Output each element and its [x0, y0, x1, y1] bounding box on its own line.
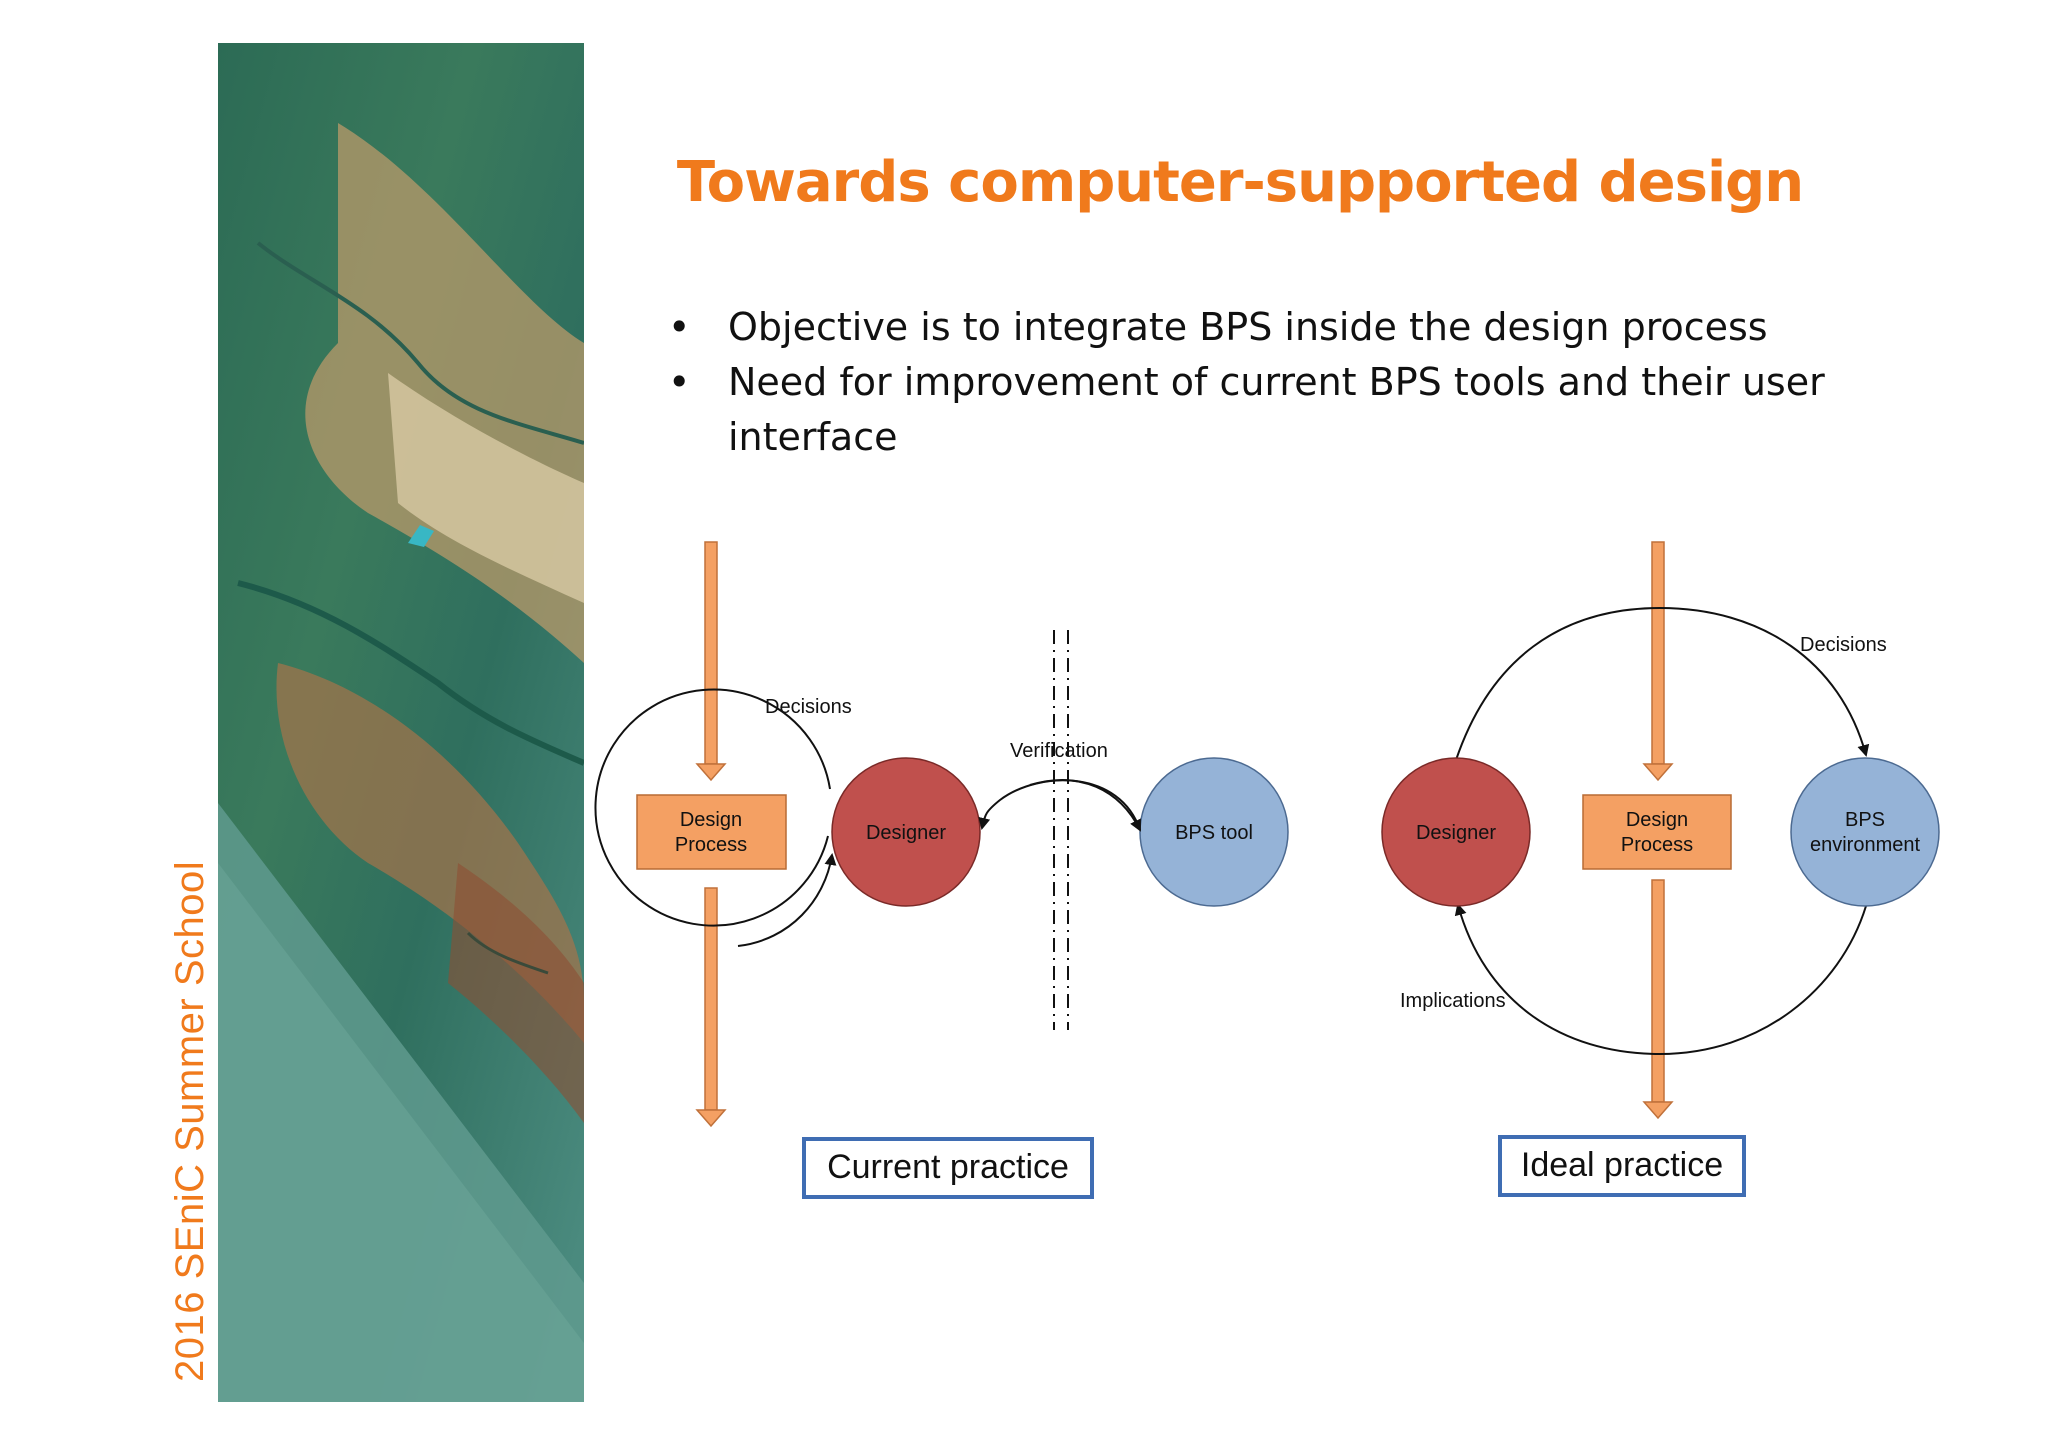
bullet-list: •Objective is to integrate BPS inside th… [668, 300, 1868, 465]
page-title: Towards computer-supported design [676, 150, 1804, 215]
ideal-design-process-label: Design [1626, 809, 1688, 831]
ideal-design-process-box [1582, 794, 1732, 870]
process-flow-arrow-out [695, 887, 727, 1128]
ideal-decisions-label: Decisions [1800, 634, 1887, 656]
bps-tool-circle [1139, 757, 1289, 907]
bullet-item: •Objective is to integrate BPS inside th… [668, 300, 1868, 355]
process-flow-arrow-in [695, 541, 727, 782]
verification-arrow-right [1029, 779, 1141, 832]
bullet-dot: • [668, 305, 691, 349]
aerial-landscape-image [218, 43, 584, 1402]
design-process-box [636, 794, 787, 870]
ideal-practice-caption: Ideal practice [1498, 1135, 1746, 1197]
verification-label: Verification [1010, 740, 1108, 762]
ideal-practice-diagram: Decisions Implications Designer Design P… [1381, 541, 1940, 1120]
decisions-loop [594, 688, 831, 927]
bps-tool-label: BPS tool [1175, 822, 1253, 844]
current-practice-diagram: Design Process Decisions Designer BPS to… [594, 541, 1289, 1128]
ideal-process-arrow-in [1642, 541, 1674, 782]
bullet-dot: • [668, 360, 691, 404]
ideal-process-arrow-out [1642, 879, 1674, 1120]
design-process-label: Design [680, 809, 742, 831]
ideal-implications-arc [1454, 903, 1867, 1056]
decisions-loop-arrow [737, 853, 837, 947]
current-practice-caption: Current practice [802, 1137, 1094, 1199]
design-process-label: Process [675, 834, 747, 856]
ideal-designer-circle [1381, 757, 1531, 907]
ideal-implications-label: Implications [1400, 990, 1506, 1012]
bps-environment-label: environment [1810, 834, 1921, 856]
bullet-item: •Need for improvement of current BPS too… [668, 355, 1868, 465]
ideal-design-process-label: Process [1621, 834, 1693, 856]
decisions-label: Decisions [765, 696, 852, 718]
verification-arrow-left [978, 779, 1141, 831]
bps-environment-label: BPS [1845, 809, 1885, 831]
ideal-decisions-arc [1455, 606, 1870, 761]
designer-label: Designer [866, 822, 946, 844]
bps-environment-circle [1790, 757, 1940, 907]
designer-circle [831, 757, 981, 907]
ideal-designer-label: Designer [1416, 822, 1496, 844]
